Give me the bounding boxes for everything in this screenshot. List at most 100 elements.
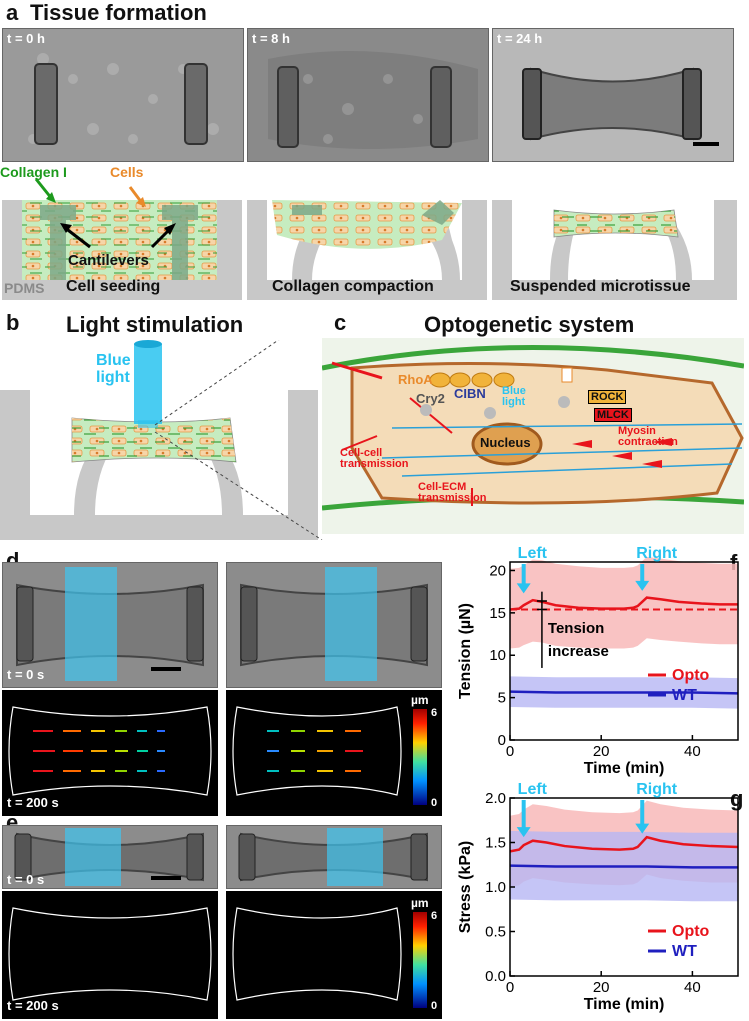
arrow-left-head [516,583,531,594]
label-suspended-microtissue: Suspended microtissue [510,278,691,295]
legend-label-opto: Opto [672,923,710,940]
legend-label-wt: WT [672,687,697,704]
micrograph-8h: t = 8 h [247,28,489,162]
displacement-e-left-art [8,907,212,1001]
panel-b-letter: b [6,310,20,335]
micrograph-0h-art [3,29,243,161]
colorbar-d [413,709,427,805]
plot-frame [509,561,739,741]
colorbar-d-max: 6 [431,707,438,719]
y-tick-label: 1.5 [485,835,506,852]
panel-a-letter: a [6,0,19,25]
micrograph-d-left: t = 0 s [2,562,218,688]
label-cantilevers: Cantilevers [68,252,149,269]
micrograph-e-right-art [227,826,441,888]
annotation-right: Right [636,545,678,562]
label-blue-light-c-line2: light [502,396,526,408]
displacement-d-right: µm 6 0 [226,690,442,816]
label-myosin-line1: Myosin [618,425,656,437]
label-cells: Cells [110,164,144,180]
micrograph-24h-art [493,29,733,161]
label-myosin-line2: contraction [618,436,678,448]
y-tick-label: 1.0 [485,879,506,896]
displacement-d-left-art [8,706,212,796]
x-tick-label: 20 [593,979,610,996]
y-tick-label: 0 [498,732,506,749]
timestamp-d-200s: t = 200 s [7,795,59,810]
label-collagen-compaction: Collagen compaction [272,278,434,295]
scale-bar-a [693,142,719,146]
label-blue-light-b-line1: Blue [96,352,131,369]
annotation-right: Right [636,781,678,798]
y-tick-label: 10 [489,647,506,664]
y-tick-label: 15 [489,605,506,622]
timestamp-24h: t = 24 h [497,31,543,46]
label-mlck: MLCK [594,408,632,422]
series-line-wt [509,864,738,869]
panel-b-title: Light stimulation [66,312,244,337]
y-tick-label: 0.0 [485,968,506,985]
micrograph-e-left-art [3,826,217,888]
label-cell-cell-line1: Cell-cell [340,447,383,459]
timestamp-0h: t = 0 h [7,31,45,46]
colorbar-e-max: 6 [431,910,438,922]
micrograph-d-left-art [3,563,217,687]
legend-label-wt: WT [672,943,697,960]
annotation-left: Left [518,545,548,562]
label-rhoa: RhoA [398,372,433,387]
series-line-wt [509,690,739,695]
colorbar-e-unit: µm [411,896,429,910]
y-axis-label: Stress (kPa) [457,841,474,934]
label-blue-light-b-line2: light [96,369,130,386]
displacement-e-left: t = 200 s [2,891,218,1019]
panel-c-title: Optogenetic system [424,312,635,337]
label-cell-seeding: Cell seeding [66,278,161,295]
y-tick-label: 5 [498,690,506,707]
displacement-d-left: t = 200 s [2,690,218,816]
colorbar-e-min: 0 [431,1000,438,1012]
x-tick-label: 40 [684,743,701,760]
panel-c-diagram [322,338,744,534]
micrograph-8h-art [248,29,488,161]
displacement-e-right: µm 6 0 [226,891,442,1019]
micrograph-0h: t = 0 h [2,28,244,162]
label-cell-cell: Cell-cell transmission [340,448,408,470]
label-blue-light-c: Blue light [502,386,526,408]
label-cell-ecm-line2: transmission [418,492,487,504]
colorbar-d-min: 0 [431,797,438,809]
label-cry2: Cry2 [416,391,445,406]
label-myosin: Myosin contraction [618,426,678,448]
timestamp-8h: t = 8 h [252,31,290,46]
x-tick-label: 20 [593,743,610,760]
micrograph-e-right [226,825,442,889]
tension-increase-label-1: Tension [548,620,604,637]
arrow-right-head [635,823,650,834]
panel-a-title: Tissue formation [30,0,207,25]
series-line-opto [509,835,739,853]
label-rock: ROCK [588,390,627,404]
series-line-opto [509,596,738,611]
label-cibn: CIBN [454,386,486,401]
timestamp-e-200s: t = 200 s [7,998,59,1013]
band-opto [510,556,738,649]
label-cell-ecm-line1: Cell-ECM [418,481,467,493]
x-axis-label: Time (min) [584,996,665,1013]
label-blue-light-c-line1: Blue [502,385,526,397]
tension-increase-label-2: increase [548,643,609,660]
panel-c-letter: c [334,310,347,335]
label-pdms: PDMS [4,280,45,296]
x-tick-label: 0 [506,979,514,996]
micrograph-d-right [226,562,442,688]
legend-label-opto: Opto [672,667,710,684]
timestamp-e-0s: t = 0 s [7,872,45,887]
label-collagen: Collagen I [0,164,67,180]
arrow-right-head [635,580,650,591]
displacement-d-right-art [232,706,427,805]
colorbar-e [413,912,427,1008]
label-cell-cell-line2: transmission [340,458,409,470]
x-tick-label: 40 [684,979,701,996]
micrograph-d-right-art [227,563,441,687]
label-cell-ecm: Cell-ECM transmission [418,482,486,504]
